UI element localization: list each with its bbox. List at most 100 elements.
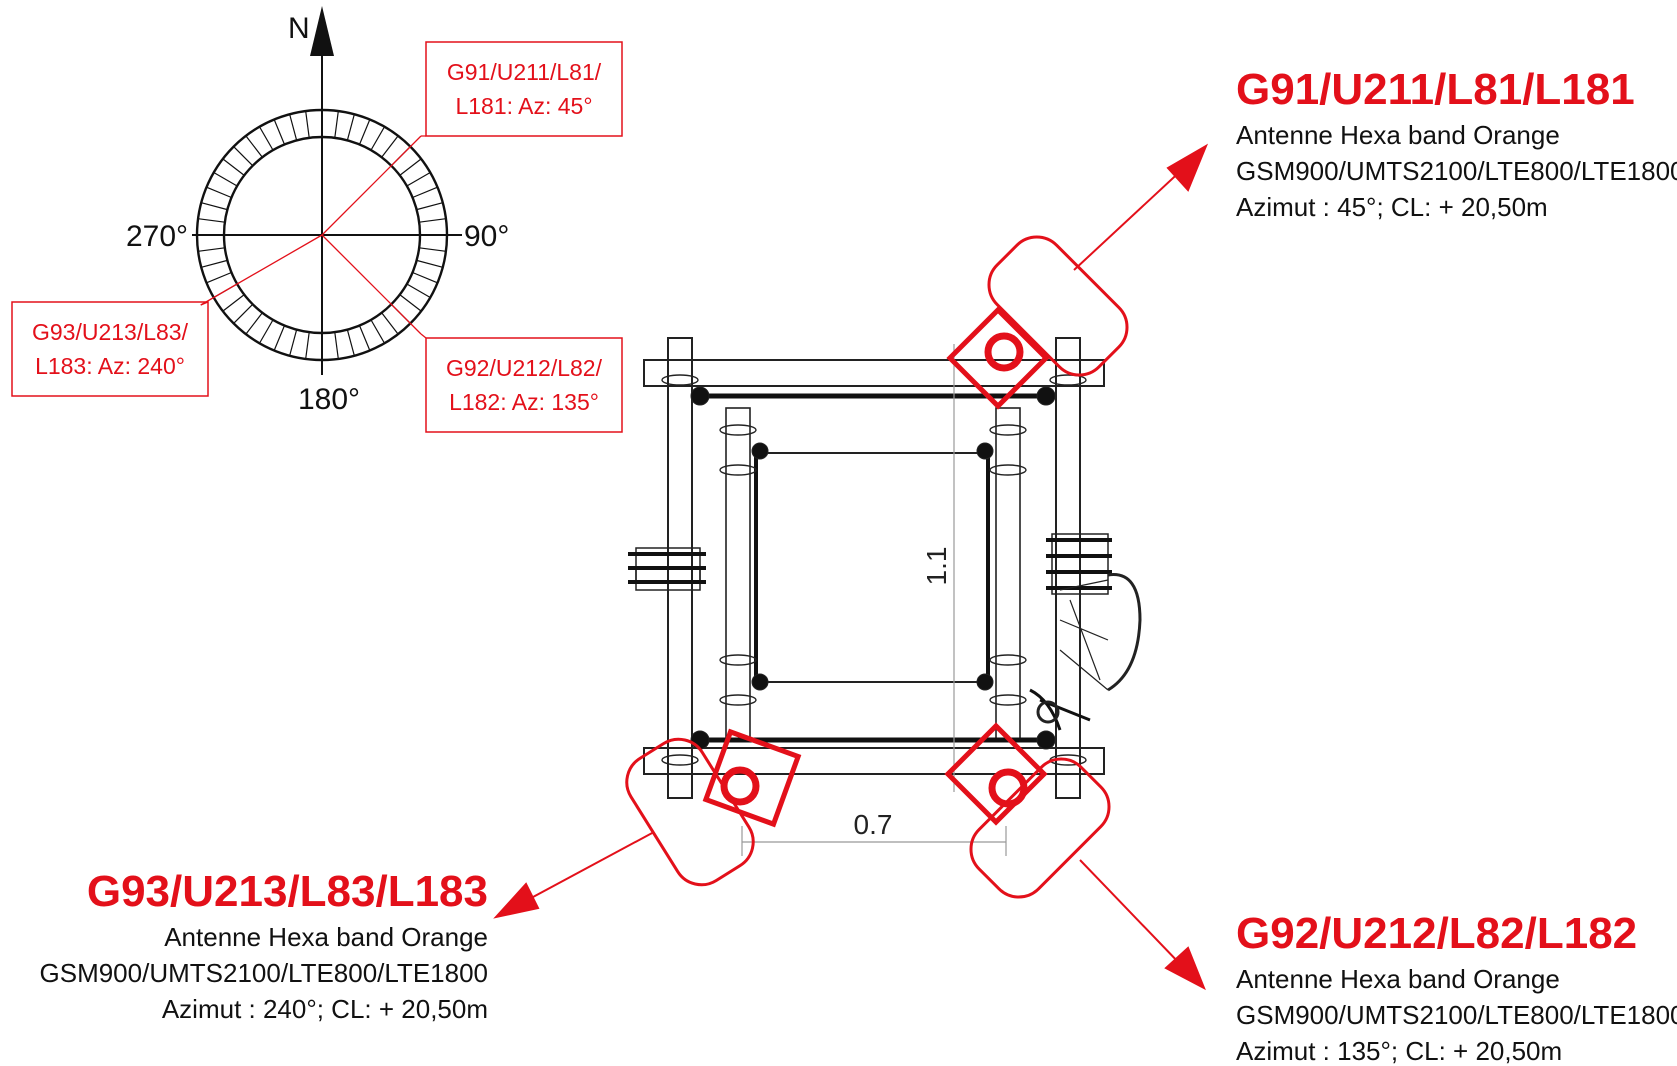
compass-tick [358,325,371,351]
antenna-mount-hub [988,768,1028,808]
compass-south-label: 180° [298,383,360,416]
bolt [976,673,994,691]
compass-tick [370,126,386,151]
arrow-shaft-sector-1 [1073,165,1187,271]
compass-tick [245,312,263,335]
connector-block [1051,533,1109,595]
bolt [690,386,710,406]
compass-tick [289,329,298,356]
compass-tick [346,329,355,356]
callout-az135-line1: G92/U212/L82/ [446,355,603,381]
antenna-panel-outline [987,235,1129,377]
antenna-label-2: G92/U212/L82/L182 Antenne Hexa band Oran… [1236,909,1677,1066]
compass-tick [273,119,286,145]
compass-tick [222,294,245,312]
callout-az240-line2: L183: Az: 240° [35,353,185,379]
north-arrow-icon [310,6,334,56]
antenna-title: G91/U211/L81/L181 [1236,65,1635,114]
antenna-mount-hub [984,332,1024,372]
tower-structure [628,337,1142,799]
compass-east-label: 90° [464,220,509,253]
antenna-title: G92/U212/L82/L182 [1236,909,1637,958]
callout-box-az135 [425,337,623,433]
azimuth-rays [200,135,427,339]
compass-west-label: 270° [126,220,188,253]
compass-tick [258,126,274,151]
antenna-azimuth: Azimut : 45°; CL: + 20,50m [1236,192,1548,222]
clamp-hoops [661,374,1087,766]
dish-support [1059,579,1109,691]
clamp-hoop [1049,374,1087,386]
inner-frame-right [995,407,1021,741]
frame-right-post [1055,337,1081,799]
compass-tick [258,319,274,344]
antenna-label-3: G93/U213/L83/L183 Antenne Hexa band Oran… [40,867,489,1024]
azimuth-ray-240 [200,234,323,306]
clamp-hoop [719,654,757,666]
frame-bottom-beam [643,747,1105,775]
callout-az240-line1: G93/U213/L83/ [32,319,189,345]
bolt [1036,386,1056,406]
antenna-type: Antenne Hexa band Orange [1236,964,1560,994]
compass-tick [406,283,431,299]
bolt [976,442,994,460]
compass-tick [233,303,254,324]
compass-tick [206,271,232,284]
clamp-hoop [719,464,757,476]
arrow-head-icon [1164,946,1206,991]
compass-tick [334,110,339,138]
compass-tick [381,135,399,158]
compass-tick [399,294,422,312]
antenna-azimuth: Azimut : 135°; CL: + 20,50m [1236,1036,1562,1066]
inner-frame-left [725,407,751,741]
compass-tick [358,119,371,145]
microwave-dish [1029,573,1142,731]
callout-az45-line1: G91/U211/L81/ [447,59,602,85]
compass-north-label: N [288,12,310,45]
clamp-hoop [989,464,1027,476]
compass-tick [233,146,254,167]
compass-tick [381,312,399,335]
compass-tick [213,171,238,187]
dimension-height-label: 1.1 [921,547,952,586]
azimuth-ray-135 [321,234,422,335]
compass-tick [419,247,447,252]
callout-az45-line2: L181: Az: 45° [455,93,592,119]
clamp-hoop [989,654,1027,666]
callout-leader-135 [420,333,427,339]
dimension-width-label: 0.7 [854,809,893,840]
arrow-shaft-sector-3 [519,831,655,905]
compass-tick [206,186,232,199]
compass-tick [305,332,310,360]
compass-tick [346,114,355,141]
arrow-shaft-sector-2 [1079,859,1183,967]
antenna-mount-hub [720,766,760,806]
compass-tick [406,171,431,187]
compass-tick [197,247,225,252]
clamp-hoop [719,694,757,706]
clamp-hoop [661,374,699,386]
compass-tick [416,259,443,268]
bolt [751,673,769,691]
compass-tick [412,186,438,199]
compass-tick [201,259,228,268]
bolt [751,442,769,460]
bolt [1036,730,1056,750]
dimension-lines [741,344,1007,856]
antenna-panel-outline [969,757,1111,899]
callout-box-az240 [11,301,209,397]
clamp-hoop [989,694,1027,706]
compass-tick [245,135,263,158]
direction-arrows [493,143,1209,991]
antenna-label-1: G91/U211/L81/L181 Antenne Hexa band Oran… [1236,65,1677,222]
antenna-sector-2 [944,722,1111,899]
antenna-type: Antenne Hexa band Orange [1236,120,1560,150]
antenna-title: G93/U213/L83/L183 [87,867,488,916]
compass-tick [201,202,228,211]
compass-tick [273,325,286,351]
compass-tick [399,158,422,176]
clamp-hoop [719,424,757,436]
antenna-mount-bracket [702,728,802,828]
antenna-sector-3 [625,728,802,887]
